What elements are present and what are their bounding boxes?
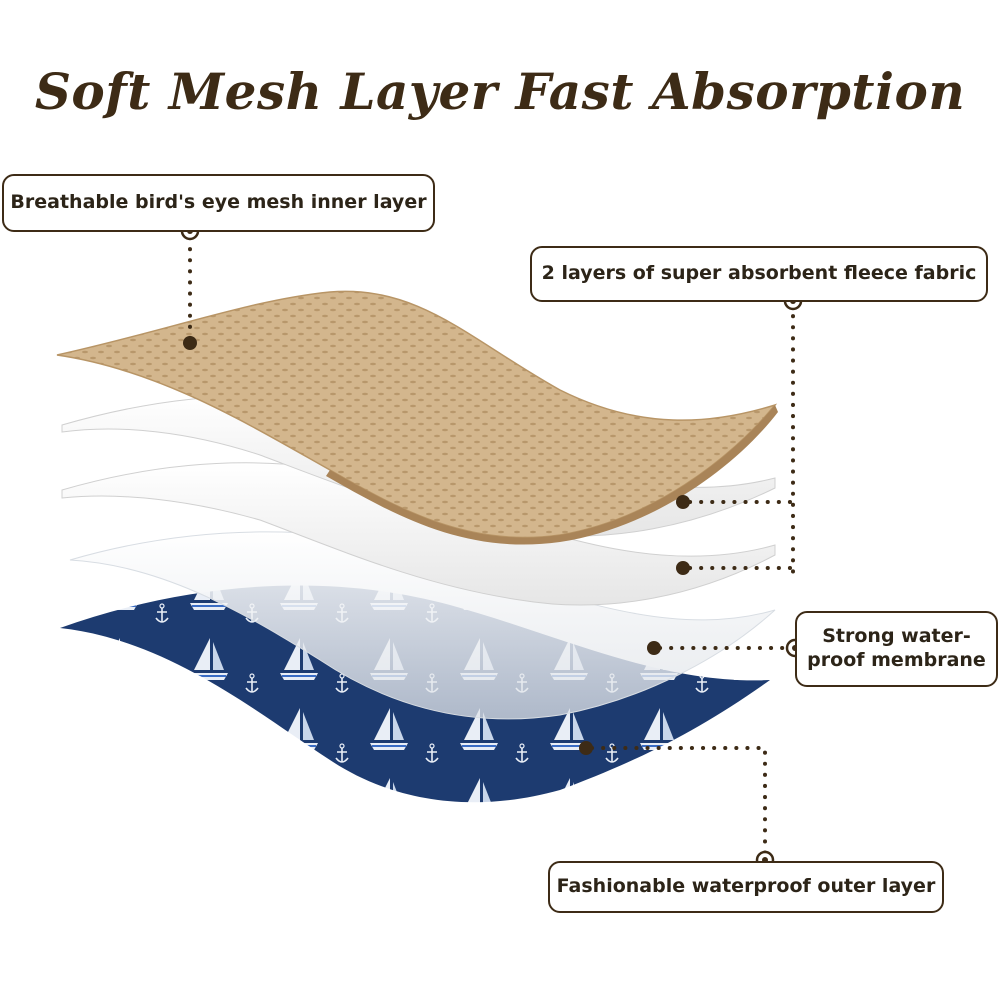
page-title: Soft Mesh Layer Fast Absorption [34,62,966,121]
inner-layer-label: Breathable bird's eye mesh inner layer [2,174,435,232]
membrane-label: Strong water- proof membrane [795,611,998,687]
fleece-layers-label: 2 layers of super absorbent fleece fabri… [530,246,988,302]
mesh-inner-layer [56,290,778,539]
leader-dots [183,336,690,755]
outer-layer-label: Fashionable waterproof outer layer [548,861,944,913]
leader-lines [188,236,795,857]
